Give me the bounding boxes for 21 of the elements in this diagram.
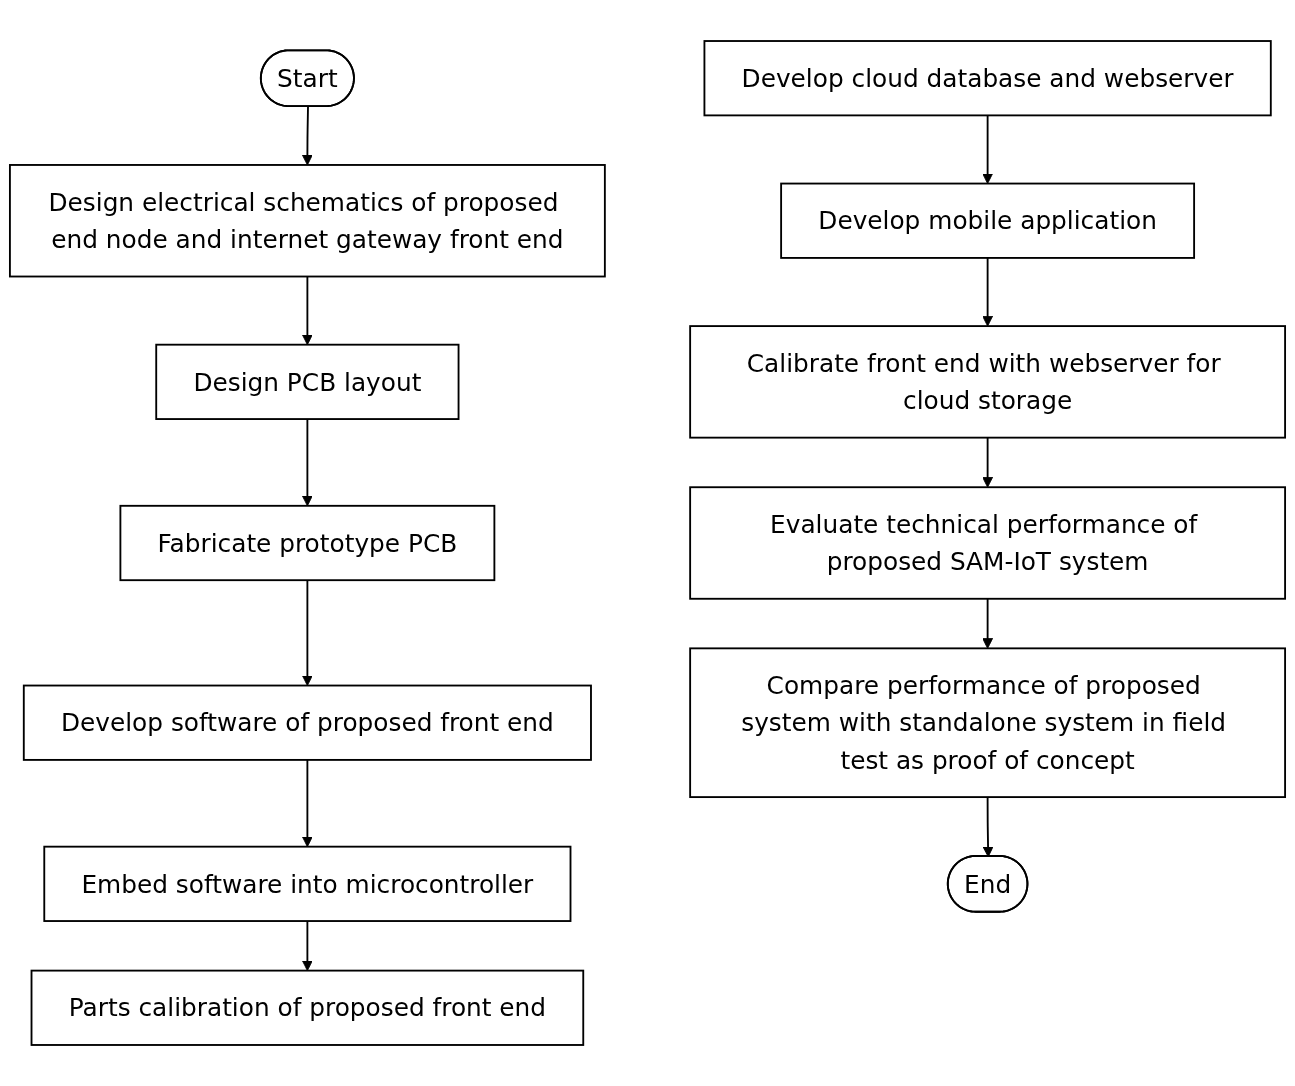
arrow: [301, 759, 313, 848]
node-box: Calibrate front end with webserver for cloud storage: [689, 325, 1286, 439]
node-box: Develop mobile application: [780, 182, 1196, 259]
node-box: Design PCB layout: [155, 343, 460, 420]
node-box: Develop cloud database and webserver: [703, 40, 1272, 117]
arrow: [301, 920, 313, 972]
node-box: Embed software into microcontroller: [43, 845, 572, 922]
node-box: Fabricate prototype PCB: [119, 504, 496, 582]
arrow: [301, 105, 313, 166]
arrow: [982, 114, 994, 185]
arrow: [301, 275, 313, 346]
node-box: Compare performance of proposed system with standalone system in field test as proof of concept: [689, 647, 1286, 798]
arrow: [982, 597, 994, 649]
arrow: [301, 418, 313, 507]
node-box: Design electrical schematics of proposed end node and internet gateway front end: [9, 164, 606, 278]
arrow: [982, 436, 994, 488]
node-box: Evaluate technical performance of proposed SAM-IoT system: [689, 486, 1286, 600]
arrow: [301, 579, 313, 687]
arrow: [982, 257, 994, 327]
node-box: Parts calibration of proposed front end: [30, 969, 585, 1046]
node-box: Develop software of proposed front end: [22, 684, 592, 761]
